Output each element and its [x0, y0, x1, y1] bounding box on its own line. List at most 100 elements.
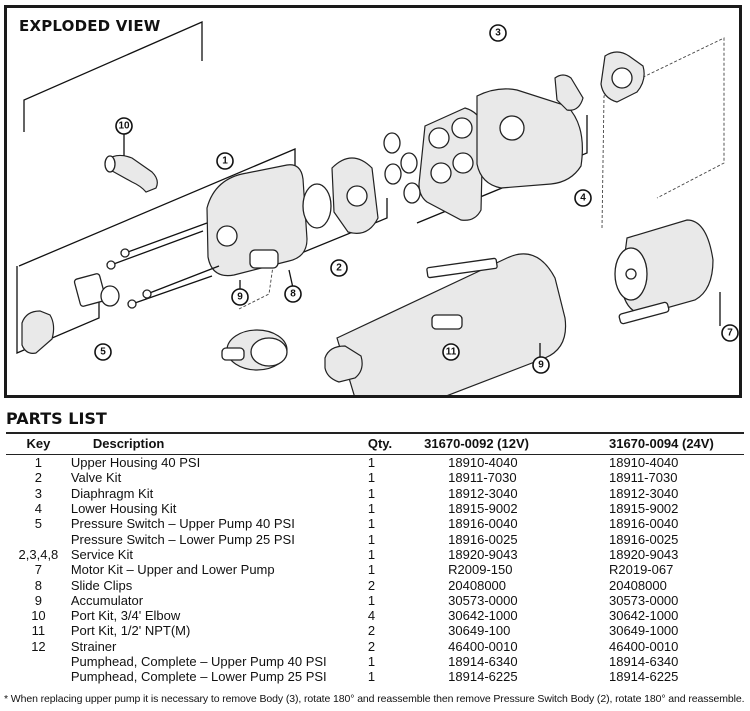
housing-screws-part — [106, 222, 220, 309]
part-number-12v: 30573-0000 — [448, 592, 518, 608]
part-key: 8 — [34, 577, 43, 593]
callout-2: 2 — [330, 259, 348, 277]
part-number-24v: 30642-1000 — [608, 608, 679, 624]
footnote: * When replacing upper pump it is necess… — [4, 693, 745, 705]
part-number-12v: 46400-0010 — [448, 638, 518, 654]
table-row: Pumphead, Complete – Lower Pump 25 PSI 1 1… — [6, 669, 744, 684]
part-number-24v: 18916-0040 — [608, 516, 679, 532]
strainer-part — [221, 329, 288, 371]
part-key: 1 — [34, 455, 43, 471]
diaphragm-part — [383, 107, 484, 221]
svg-text:7: 7 — [727, 328, 733, 339]
svg-text:3: 3 — [495, 28, 501, 39]
part-number-12v: 30642-1000 — [448, 608, 518, 624]
column-header-qty: Qty. — [367, 432, 403, 455]
part-qty: 2 — [367, 577, 376, 593]
part-number-12v: 18920-9043 — [448, 546, 518, 562]
svg-text:4: 4 — [580, 193, 586, 204]
callout-1: 1 — [216, 152, 234, 170]
part-number-12v: 18914-6340 — [448, 654, 518, 669]
part-number-24v: 18914-6225 — [608, 669, 679, 685]
part-key: 4 — [34, 501, 43, 517]
part-number-12v: 18910-4040 — [448, 455, 518, 471]
part-qty: 1 — [367, 562, 376, 578]
part-description: Port Kit, 3/4' Elbow — [70, 608, 181, 624]
bracket-3 — [23, 21, 203, 132]
part-number-24v: 18912-3040 — [608, 485, 679, 501]
part-number-24v: 18911-7030 — [608, 470, 678, 486]
column-header-description: Description — [70, 432, 368, 455]
part-description: Pumphead, Complete – Upper Pump 40 PSI — [70, 654, 327, 669]
part-number-12v: 30649-100 — [448, 623, 511, 639]
part-description: Pressure Switch – Lower Pump 25 PSI — [70, 531, 295, 547]
exploded-view-diagram: EXPLODED VIEW — [4, 5, 742, 398]
parts-table-header: Key Description Qty. 31670-0092 (12V) 31… — [6, 432, 744, 455]
part-key — [6, 531, 71, 546]
exploded-view-illustration: 10 1 3 4 2 9 8 5 11 9 7 — [16, 21, 739, 395]
part-qty: 1 — [367, 654, 376, 669]
column-header-24v: 31670-0094 (24V) — [608, 432, 744, 455]
table-row: Pumphead, Complete – Upper Pump 40 PSI 1 1… — [6, 654, 744, 669]
part-qty: 1 — [367, 485, 376, 501]
callout-4: 4 — [574, 189, 592, 207]
part-description: Lower Housing Kit — [70, 501, 177, 517]
svg-text:8: 8 — [290, 289, 296, 300]
column-header-12v: 31670-0092 (12V) — [402, 432, 609, 455]
part-number-24v: 18914-6340 — [608, 654, 679, 669]
lower-housing-part — [476, 51, 645, 189]
svg-text:2: 2 — [336, 263, 342, 274]
part-qty: 1 — [367, 531, 376, 547]
table-row: 7 Motor Kit – Upper and Lower Pump 1 R2009-… — [6, 562, 744, 577]
part-number-24v: 18915-9002 — [608, 501, 679, 517]
part-qty: 4 — [367, 608, 376, 624]
part-qty: 1 — [367, 546, 376, 562]
part-number-24v: 30649-1000 — [608, 623, 679, 639]
part-number-12v: 18914-6225 — [448, 669, 518, 685]
part-description: Pumphead, Complete – Lower Pump 25 PSI — [70, 669, 327, 685]
part-number-12v: 18915-9002 — [448, 501, 518, 517]
part-description: Valve Kit — [70, 470, 122, 486]
motor-part — [614, 219, 714, 325]
part-key: 5 — [34, 516, 43, 532]
part-number-12v: R2009-150 — [448, 562, 513, 578]
part-number-12v: 18911-7030 — [448, 470, 517, 486]
part-key: 2,3,4,8 — [18, 546, 59, 562]
part-qty: 1 — [367, 470, 376, 486]
part-qty: 2 — [367, 623, 376, 639]
part-qty: 1 — [367, 501, 376, 517]
bracket-5 — [16, 266, 100, 354]
part-qty: 1 — [367, 592, 376, 608]
part-key: 3 — [34, 485, 43, 501]
svg-text:5: 5 — [100, 347, 106, 358]
part-description: Upper Housing 40 PSI — [70, 455, 201, 471]
callout-7: 7 — [721, 324, 739, 342]
part-number-24v: 18910-4040 — [608, 455, 679, 471]
part-qty: 1 — [367, 516, 376, 532]
part-description: Port Kit, 1/2' NPT(M) — [70, 623, 191, 639]
part-key: 12 — [31, 638, 46, 654]
valve-plate-part — [302, 157, 379, 234]
part-description: Motor Kit – Upper and Lower Pump — [70, 562, 275, 578]
part-qty: 2 — [367, 638, 376, 654]
part-number-24v: 46400-0010 — [608, 638, 679, 654]
svg-text:9: 9 — [237, 292, 243, 303]
callout-5: 5 — [94, 343, 112, 361]
diagram-title: EXPLODED VIEW — [19, 17, 161, 35]
part-qty: 1 — [367, 669, 376, 685]
upper-housing-part — [206, 164, 308, 277]
callout-9-housing: 9 — [231, 288, 249, 306]
part-number-12v: 18916-0040 — [448, 516, 518, 532]
svg-text:1: 1 — [222, 156, 228, 167]
part-key — [6, 669, 71, 684]
part-number-24v: 20408000 — [608, 577, 667, 593]
callout-3: 3 — [489, 24, 507, 42]
part-key: 7 — [34, 562, 43, 578]
dashed-outline-motor — [601, 37, 725, 229]
